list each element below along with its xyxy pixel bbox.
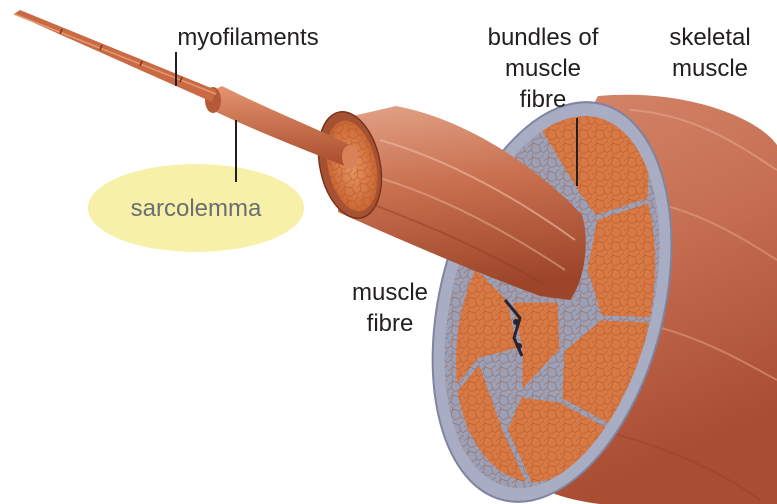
label-sarcolemma: sarcolemma (96, 193, 296, 224)
label-myofilaments: myofilaments (168, 22, 328, 53)
label-bundles-of-muscle-fibre: bundles of muscle fibre (458, 22, 628, 115)
label-muscle-fibre: muscle fibre (325, 277, 455, 339)
label-skeletal-muscle: skeletal muscle (650, 22, 770, 84)
